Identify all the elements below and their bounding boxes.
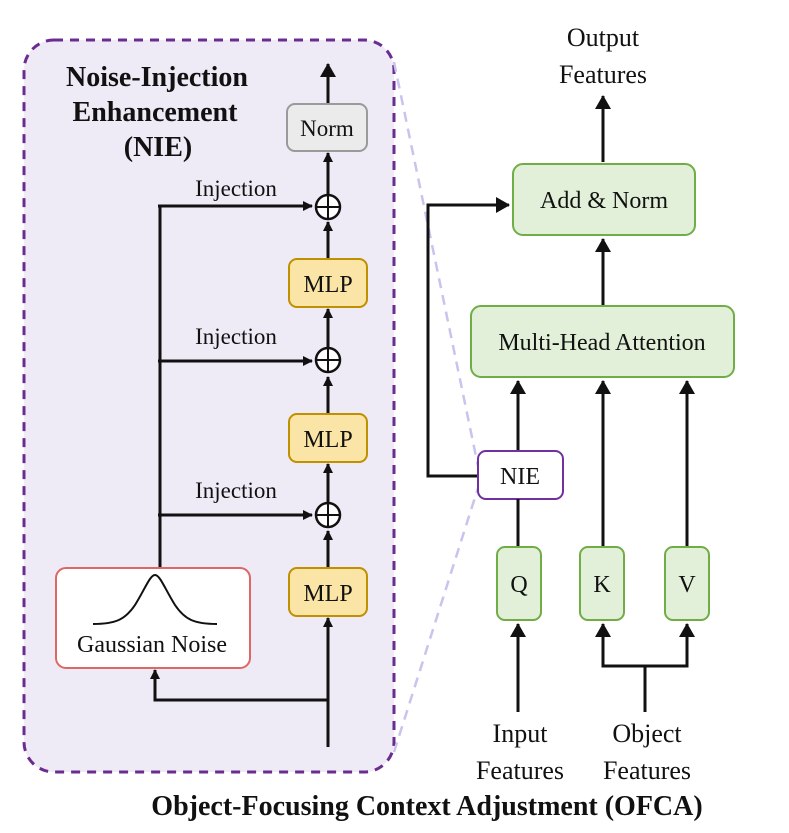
nie-title-line3: (NIE) bbox=[124, 132, 192, 163]
gaussian-noise-label: Gaussian Noise bbox=[77, 632, 227, 658]
injection-label-3: Injection bbox=[195, 478, 277, 503]
nie-box bbox=[477, 450, 564, 500]
mha-box bbox=[470, 305, 735, 378]
gaussian-noise-box bbox=[55, 567, 251, 669]
residual-line bbox=[426, 197, 510, 478]
nie-title-line1: Noise-Injection bbox=[66, 62, 248, 93]
k-box bbox=[579, 546, 625, 621]
gaussian-curve-icon bbox=[92, 573, 218, 625]
v-label: V bbox=[678, 572, 696, 598]
nie-box-label: NIE bbox=[500, 464, 540, 490]
add-circle-2 bbox=[314, 346, 342, 374]
object-fork-k bbox=[595, 623, 645, 668]
injection-label-2: Injection bbox=[195, 324, 277, 349]
k-label: K bbox=[593, 572, 611, 598]
add-norm-box bbox=[512, 163, 696, 236]
output-features-line1: Output bbox=[567, 23, 640, 52]
q-box bbox=[496, 546, 542, 621]
mlp-label-1: MLP bbox=[303, 272, 352, 298]
object-features-line2: Features bbox=[603, 756, 691, 785]
mha-label: Multi-Head Attention bbox=[498, 330, 705, 356]
norm-box bbox=[286, 103, 368, 152]
mlp-box-1 bbox=[288, 258, 368, 308]
mlp-box-3 bbox=[288, 567, 368, 617]
add-circle-1 bbox=[314, 193, 342, 221]
nie-title-line2: Enhancement bbox=[73, 97, 239, 128]
injection-label-1: Injection bbox=[195, 176, 277, 201]
input-features-line1: Input bbox=[493, 719, 549, 748]
figure-caption: Object-Focusing Context Adjustment (OFCA… bbox=[151, 791, 702, 822]
add-norm-label: Add & Norm bbox=[540, 188, 668, 214]
mlp-box-2 bbox=[288, 413, 368, 463]
mlp-label-2: MLP bbox=[303, 427, 352, 453]
mlp-label-3: MLP bbox=[303, 581, 352, 607]
input-features-line2: Features bbox=[476, 756, 564, 785]
object-features-line1: Object bbox=[612, 719, 682, 748]
noise-input-line bbox=[150, 669, 328, 702]
zoom-line-top bbox=[392, 61, 480, 467]
q-label: Q bbox=[510, 572, 527, 598]
norm-label: Norm bbox=[300, 116, 354, 141]
output-features-line2: Features bbox=[559, 60, 647, 89]
zoom-line-bottom bbox=[392, 487, 480, 753]
v-box bbox=[664, 546, 710, 621]
add-circle-3 bbox=[314, 501, 342, 529]
object-fork-v bbox=[645, 623, 695, 668]
